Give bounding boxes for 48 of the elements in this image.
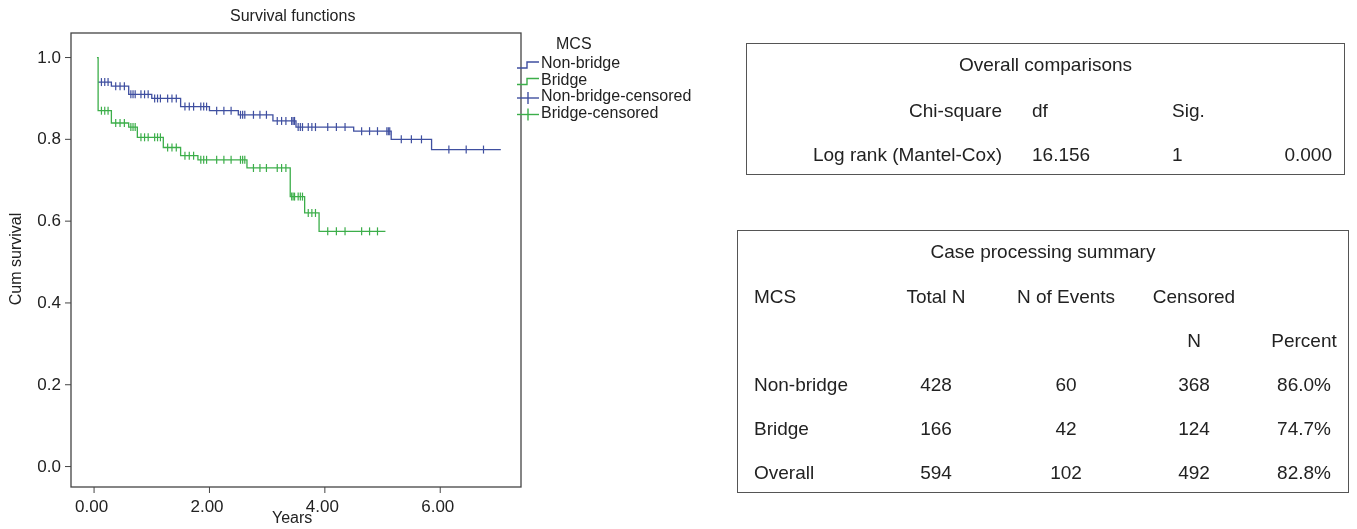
table-title: Overall comparisons bbox=[957, 54, 1134, 76]
tick-label: 0.00 bbox=[75, 497, 109, 517]
table-cell: 42 bbox=[1055, 418, 1077, 440]
table-cell: 492 bbox=[1178, 462, 1210, 484]
table-cell: 0.000 bbox=[1284, 144, 1332, 166]
table-cell: 124 bbox=[1178, 418, 1210, 440]
legend-label: Bridge bbox=[541, 70, 588, 89]
axis-title: Cum survival bbox=[7, 212, 26, 306]
table-cell: Total N bbox=[906, 286, 966, 308]
table-title: Case processing summary bbox=[929, 241, 1157, 263]
table-cell: MCS bbox=[754, 286, 797, 308]
table-cell: 16.156 bbox=[1032, 144, 1091, 166]
table-cell: df bbox=[1032, 100, 1048, 122]
legend-label: Non-bridge-censored bbox=[541, 87, 692, 105]
chart-title: Survival functions bbox=[230, 7, 356, 25]
table-cell: 82.8% bbox=[1277, 462, 1331, 484]
legend-label: Bridge-censored bbox=[541, 103, 659, 122]
table-cell: Overall bbox=[754, 462, 815, 484]
table-cell: N of Events bbox=[1016, 286, 1116, 308]
tick-label: 0.2 bbox=[37, 374, 61, 395]
table-cell: 594 bbox=[920, 462, 952, 484]
table-cell: N bbox=[1187, 330, 1201, 352]
table-cell: 60 bbox=[1055, 374, 1077, 396]
tick-label: 0.8 bbox=[37, 129, 61, 150]
tick-label: 0.4 bbox=[37, 292, 61, 313]
tick-label: 2.00 bbox=[190, 497, 224, 517]
table-cell: Percent bbox=[1271, 330, 1337, 352]
table-cell: 74.7% bbox=[1277, 418, 1331, 440]
table-cell: 166 bbox=[920, 418, 952, 440]
tick-label: 0.0 bbox=[37, 456, 61, 477]
table-box bbox=[737, 230, 1349, 493]
tick-label: 1.0 bbox=[37, 47, 61, 68]
tick-label: 0.6 bbox=[37, 211, 61, 232]
table-cell: Bridge bbox=[754, 418, 809, 440]
table-cell: Sig. bbox=[1172, 100, 1205, 122]
table-cell: Non-bridge bbox=[754, 374, 848, 396]
table-cell: 428 bbox=[920, 374, 952, 396]
tick-label: 6.00 bbox=[421, 497, 455, 517]
table-cell: Log rank (Mantel-Cox) bbox=[812, 144, 1002, 166]
table-cell: Censored bbox=[1152, 286, 1236, 308]
table-cell: 368 bbox=[1178, 374, 1210, 396]
table-cell: 86.0% bbox=[1277, 374, 1331, 396]
table-cell: Chi-square bbox=[909, 100, 1002, 122]
legend-title: MCS bbox=[556, 35, 592, 53]
table-cell: 102 bbox=[1050, 462, 1082, 484]
table-box bbox=[746, 43, 1345, 175]
table-cell: 1 bbox=[1172, 144, 1183, 166]
legend-label: Non-bridge bbox=[541, 54, 621, 72]
